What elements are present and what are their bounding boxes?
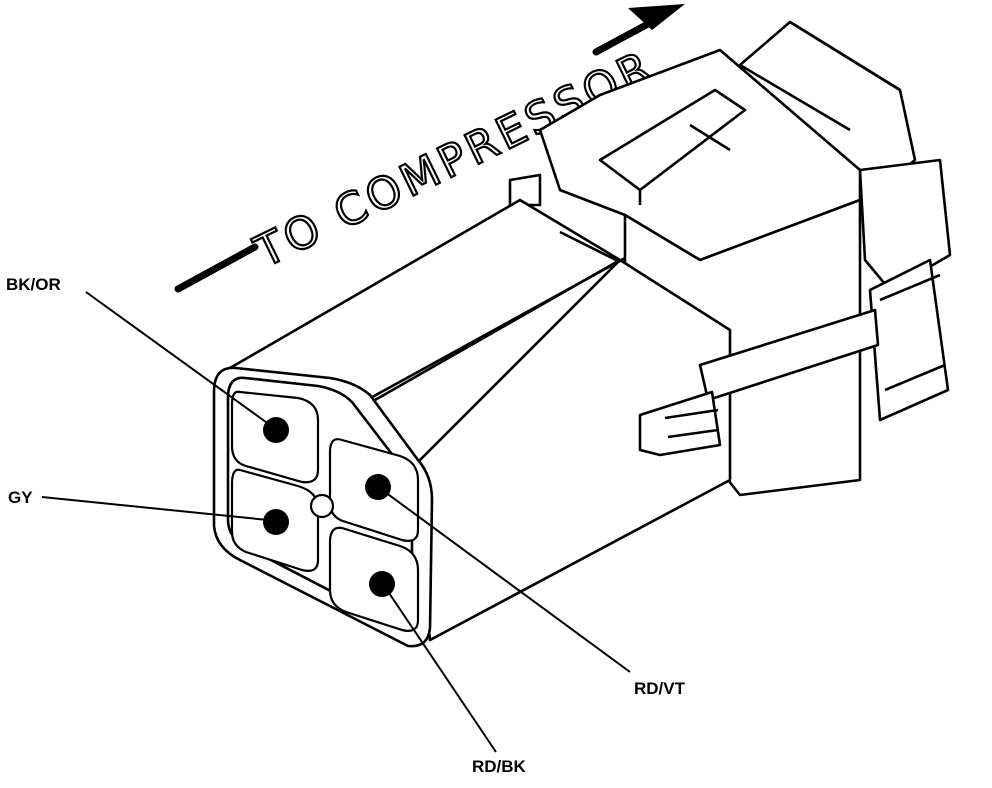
label-rd-vt: RD/VT: [634, 679, 686, 698]
connector-housing: [212, 20, 952, 648]
latch-window: [598, 88, 747, 192]
label-bk-or: BK/OR: [6, 275, 61, 294]
label-gy: GY: [8, 488, 33, 507]
direction-arrow-shaft: [592, 20, 652, 56]
leader-rd-vt: [384, 491, 631, 673]
label-rd-bk: RD/BK: [472, 757, 527, 776]
pin-gy: [263, 509, 289, 535]
leader-gy: [41, 496, 269, 521]
leader-bk-or: [85, 291, 271, 426]
pin-rd-vt: [365, 474, 391, 500]
direction-lead-line: [174, 243, 259, 293]
pin-rd-bk: [369, 571, 395, 597]
pin-bk-or: [263, 417, 289, 443]
rear-terminal-block-right: [858, 158, 952, 292]
latch-tab: [638, 390, 722, 457]
pin-labels: BK/OR GY RD/VT RD/BK: [6, 275, 686, 776]
leader-rd-bk: [386, 589, 497, 753]
rear-terminal-block-lower: [868, 258, 950, 422]
side-flange-left: [508, 173, 542, 207]
leader-lines: [41, 291, 631, 753]
locking-strap: [698, 308, 880, 402]
center-key-hole: [309, 493, 335, 519]
arrow-right-icon: [628, 4, 685, 30]
